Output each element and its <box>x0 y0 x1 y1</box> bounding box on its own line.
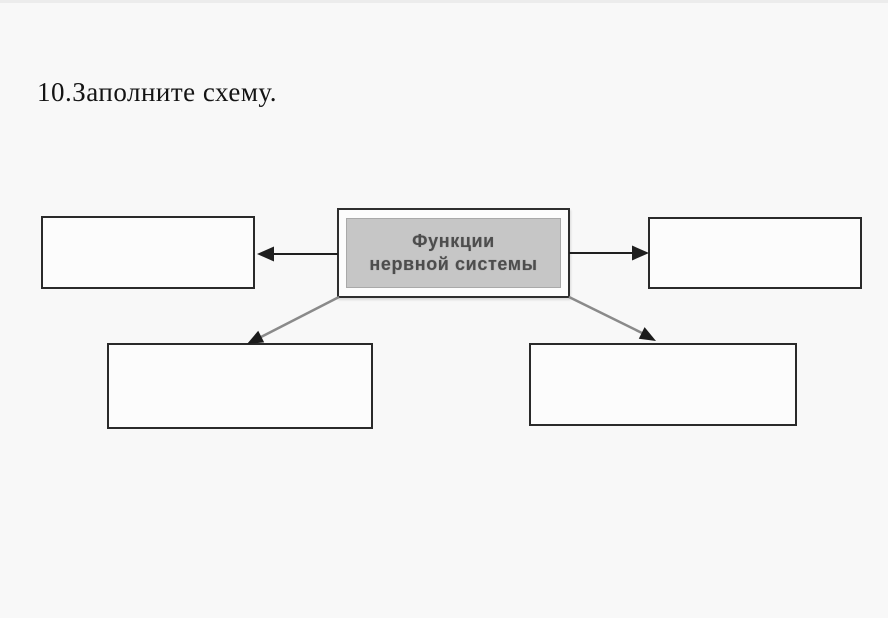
center-box: Функции нервной системы <box>337 208 570 298</box>
answer-box-left <box>41 216 255 289</box>
task-heading: 10.Заполните схему. <box>37 77 277 107</box>
arrow-bottom-left <box>247 295 340 344</box>
center-box-label: Функции нервной системы <box>346 218 561 288</box>
arrow-bottom-right <box>568 295 656 341</box>
answer-box-bottom-right <box>529 343 797 426</box>
center-label-line1: Функции <box>412 231 495 251</box>
answer-box-bottom-left <box>107 343 373 429</box>
center-label-line2: нервной системы <box>369 254 538 274</box>
arrow-right <box>569 245 649 261</box>
answer-box-right <box>648 217 862 289</box>
arrow-left <box>257 246 338 262</box>
